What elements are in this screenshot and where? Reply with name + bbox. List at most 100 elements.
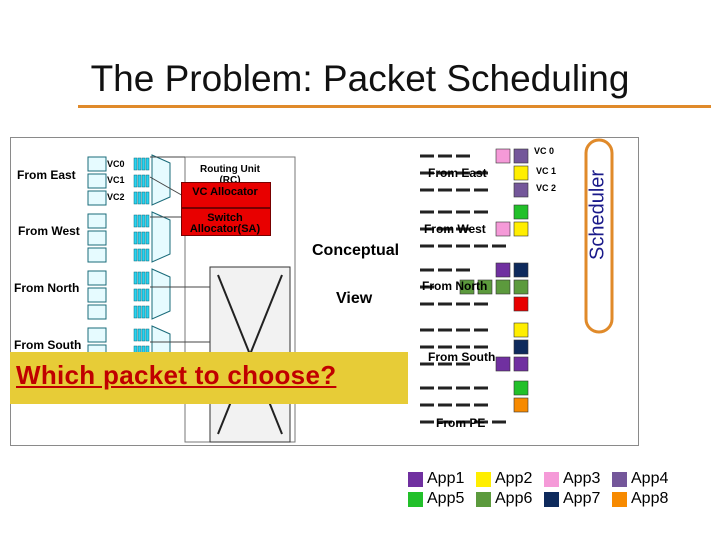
queued-packet: [513, 380, 529, 396]
legend-entry: App3: [544, 470, 600, 488]
buffer-flit: [133, 288, 138, 302]
buffer-flit: [137, 305, 142, 319]
buffer-flit: [137, 328, 142, 342]
legend-swatch: [612, 491, 627, 507]
queued-packet: [513, 356, 529, 372]
buffer-flit: [133, 271, 138, 285]
legend-entry: App8: [612, 490, 668, 508]
legend-swatch: [544, 491, 559, 507]
buffer-flit: [145, 271, 150, 285]
input-buffers: [87, 154, 171, 377]
buffer-flit: [141, 214, 146, 228]
queued-packet: [495, 279, 511, 295]
port-west-label: From West: [424, 222, 486, 236]
buffer-flit: [133, 157, 138, 171]
switch-allocator: Switch Allocator(SA): [189, 212, 261, 235]
vc-2-label: VC 2: [536, 183, 557, 193]
legend-swatch: [408, 491, 423, 507]
vc-1-label: VC 1: [536, 166, 557, 176]
port-pe-label: From PE: [436, 416, 486, 430]
input-buffer-slot: [87, 304, 107, 320]
buffer-flit: [137, 214, 142, 228]
buffer-flit: [141, 231, 146, 245]
view-label: View: [336, 290, 373, 307]
queued-packet: [495, 221, 511, 237]
buffer-flit: [145, 288, 150, 302]
queued-packet: [477, 279, 493, 295]
buffer-flit: [137, 248, 142, 262]
legend-swatch: [408, 471, 423, 487]
queued-packet: [513, 165, 529, 181]
buffer-flit: [137, 271, 142, 285]
buffer-flit: [145, 157, 150, 171]
buffer-flit: [141, 248, 146, 262]
buffer-flit: [145, 214, 150, 228]
buffer-flit: [133, 191, 138, 205]
legend-label: App7: [563, 490, 601, 507]
buffer-flit: [141, 288, 146, 302]
buffer-flit: [145, 328, 150, 342]
input-buffer-slot: [87, 247, 107, 263]
legend-swatch: [476, 491, 491, 507]
legend-label: App6: [495, 490, 533, 507]
vc1-label: VC1: [107, 175, 125, 185]
scheduler-label: Scheduler: [586, 169, 609, 260]
buffer-flit: [137, 231, 142, 245]
input-buffer-slot: [87, 287, 107, 303]
buffer-flit: [141, 328, 146, 342]
queued-packet: [513, 221, 529, 237]
router-frame: [10, 137, 639, 446]
queued-packet: [513, 262, 529, 278]
legend-label: App3: [563, 470, 601, 487]
question-highlight: [10, 352, 408, 404]
router-input-north: From North: [14, 281, 80, 295]
queued-packet: [513, 182, 529, 198]
scheduler-oval: [584, 138, 614, 334]
input-mux: [151, 154, 171, 206]
buffer-flit: [133, 231, 138, 245]
legend-label: App2: [495, 470, 533, 487]
input-buffer-slot: [87, 327, 107, 343]
legend-entry: App6: [476, 490, 532, 508]
buffer-flit: [145, 248, 150, 262]
queued-packet: [513, 204, 529, 220]
buffer-flit: [133, 305, 138, 319]
legend-swatch: [476, 471, 491, 487]
port-south-label: From South: [428, 350, 496, 364]
question-text: Which packet to choose?: [16, 360, 337, 390]
legend-entry: App5: [408, 490, 464, 508]
legend-label: App5: [427, 490, 465, 507]
packet-queues: [420, 148, 529, 424]
buffer-flit: [137, 288, 142, 302]
input-mux: [151, 211, 171, 263]
vc2-label: VC2: [107, 192, 125, 202]
queued-packet: [495, 262, 511, 278]
page-title: The Problem: Packet Scheduling: [90, 58, 630, 99]
buffer-flit: [133, 174, 138, 188]
buffer-flit: [141, 305, 146, 319]
input-buffer-slot: [87, 173, 107, 189]
vc0-label: VC0: [107, 159, 125, 169]
router-input-west: From West: [18, 224, 80, 238]
input-buffer-slot: [87, 190, 107, 206]
buffer-flit: [133, 248, 138, 262]
input-buffer-slot: [87, 213, 107, 229]
input-buffer-slot: [87, 230, 107, 246]
queued-packet: [513, 339, 529, 355]
queue-view: [420, 148, 529, 424]
queued-packet: [513, 148, 529, 164]
queued-packet: [513, 322, 529, 338]
buffer-flit: [137, 191, 142, 205]
queued-packet: [495, 148, 511, 164]
input-buffer-slot: [87, 156, 107, 172]
input-buffer-slot: [87, 270, 107, 286]
buffer-flit: [145, 174, 150, 188]
vc-allocator: VC Allocator: [192, 186, 258, 198]
legend-label: App1: [427, 470, 465, 487]
queued-packet: [459, 279, 475, 295]
port-east-label: From East: [428, 166, 487, 180]
routing-unit: Routing Unit (RC): [200, 164, 260, 186]
vc-0-label: VC 0: [534, 146, 555, 156]
queued-packet: [513, 279, 529, 295]
